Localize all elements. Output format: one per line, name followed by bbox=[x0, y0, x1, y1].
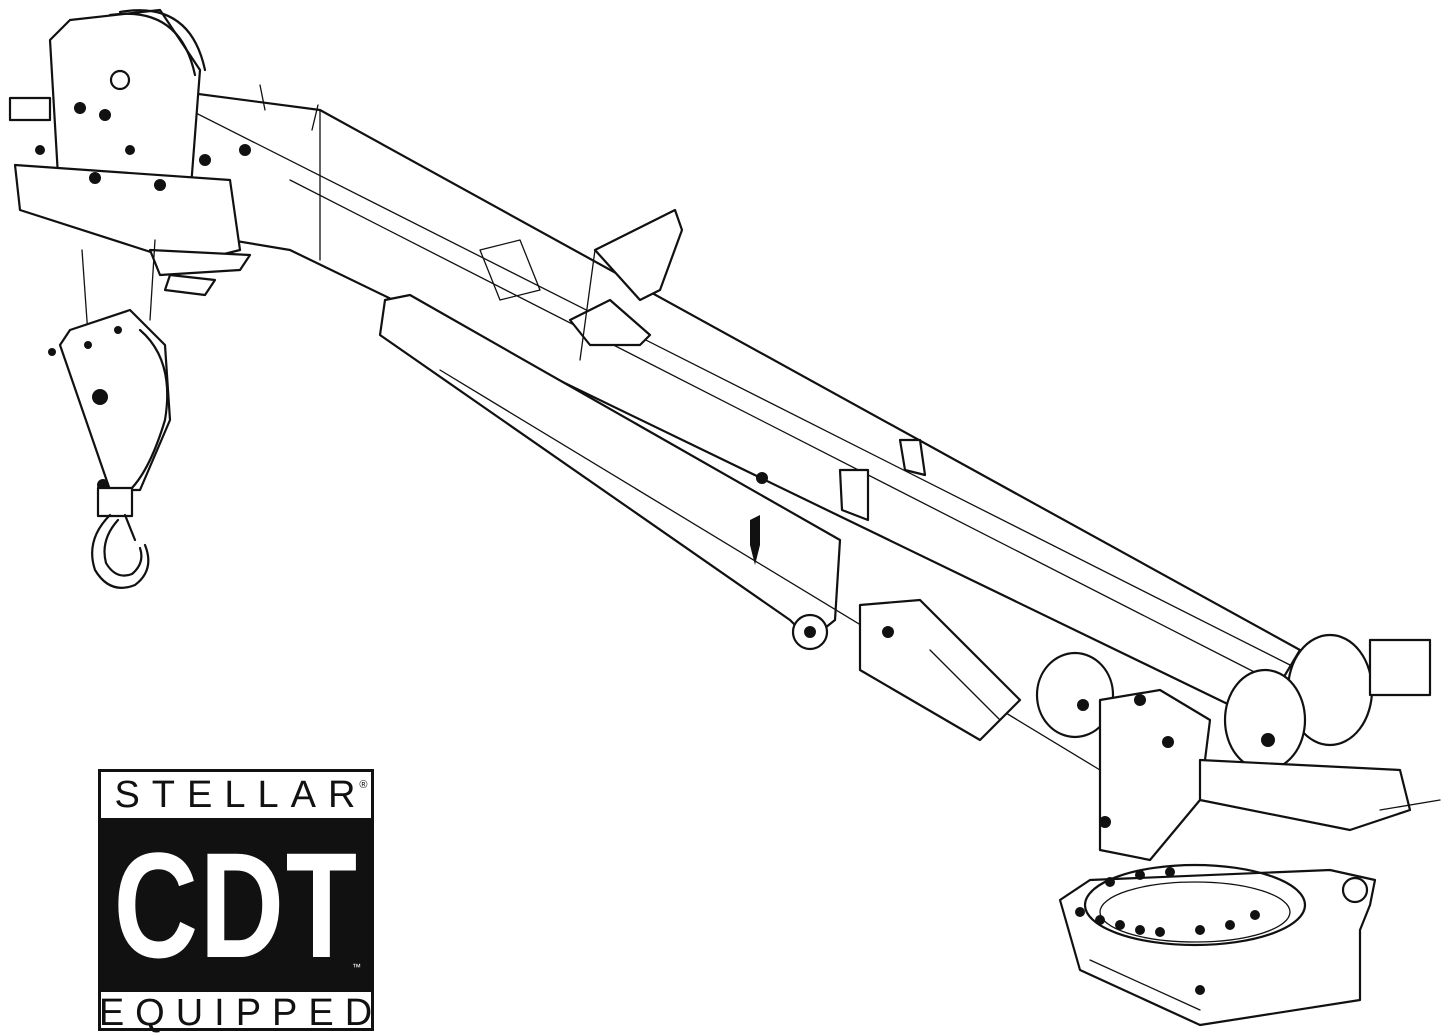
turntable-base bbox=[1058, 863, 1377, 1027]
boom-tip-sheave bbox=[8, 8, 319, 297]
logo-main-band: CDT ™ bbox=[101, 818, 371, 992]
lift-arm bbox=[378, 293, 1101, 771]
stellar-cdt-logo: STELLAR® CDT ™ EQUIPPED bbox=[98, 769, 374, 1034]
hook-block bbox=[48, 308, 172, 518]
logo-top-band: STELLAR® bbox=[101, 772, 371, 818]
hoist-cable-2 bbox=[149, 239, 156, 321]
hydraulic-cylinder bbox=[858, 598, 1022, 742]
logo-top-text: STELLAR bbox=[114, 773, 368, 816]
logo-bottom-band: EQUIPPED bbox=[101, 992, 371, 1034]
registered-mark: ® bbox=[359, 779, 368, 791]
hook bbox=[91, 513, 150, 589]
boom-handle bbox=[568, 208, 684, 361]
logo-main-text: CDT bbox=[113, 821, 359, 989]
winch-assembly bbox=[1035, 633, 1441, 862]
trademark-mark: ™ bbox=[352, 962, 361, 972]
logo-bottom-text: EQUIPPED bbox=[101, 992, 371, 1034]
hoist-cable bbox=[81, 249, 89, 336]
boom bbox=[166, 88, 1302, 712]
